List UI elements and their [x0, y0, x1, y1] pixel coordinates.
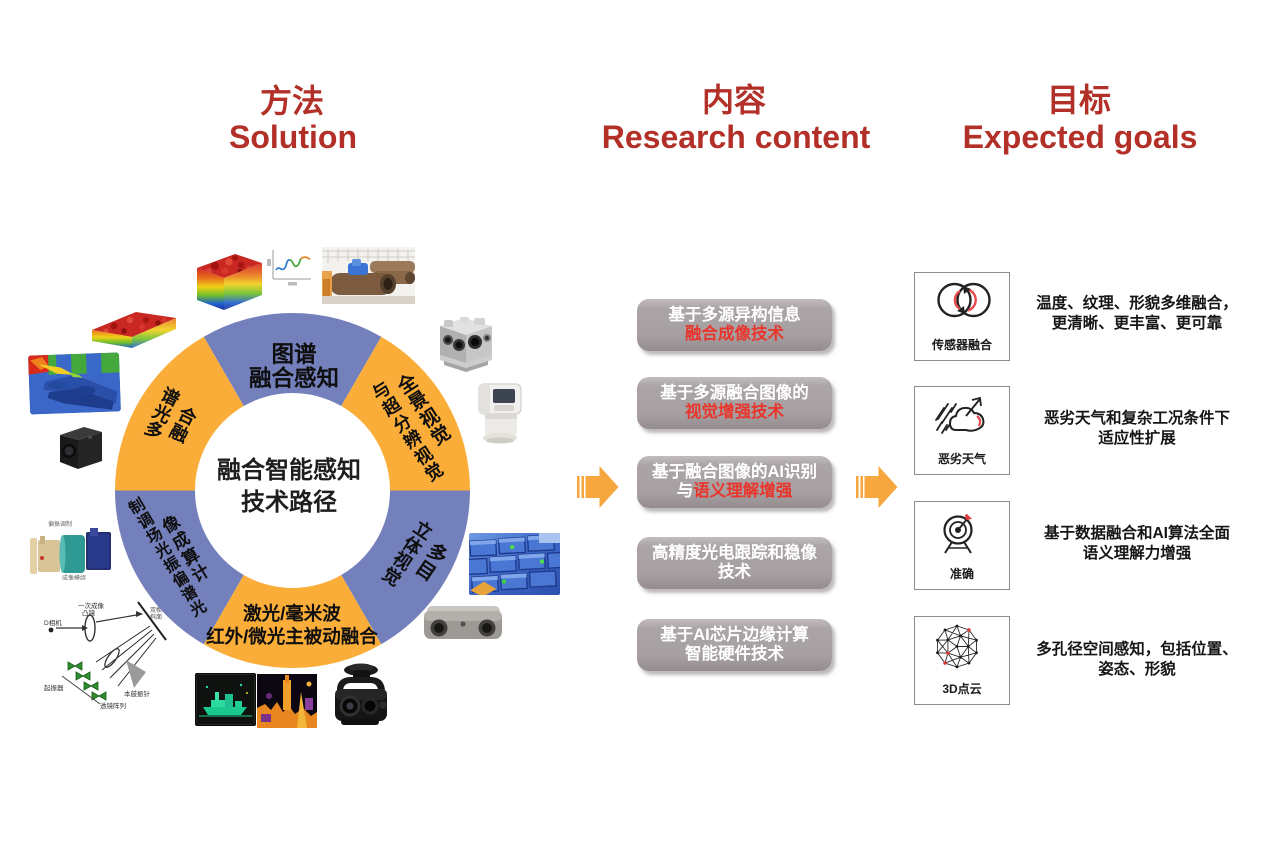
svg-text:起振器: 起振器: [44, 683, 64, 692]
svg-text:一次成像: 一次成像: [78, 601, 105, 610]
svg-text:凸镜: 凸镜: [82, 608, 96, 617]
svg-text:成像模组: 成像模组: [62, 574, 86, 580]
svg-text:偏振调制: 偏振调制: [48, 520, 72, 528]
svg-text:斜面: 斜面: [150, 613, 162, 621]
svg-text:D相机: D相机: [44, 618, 62, 627]
svg-text:本鼓振针: 本鼓振针: [124, 689, 151, 698]
svg-text:透镜阵列: 透镜阵列: [100, 701, 126, 710]
svg-text:双楔角: 双楔角: [150, 606, 168, 614]
